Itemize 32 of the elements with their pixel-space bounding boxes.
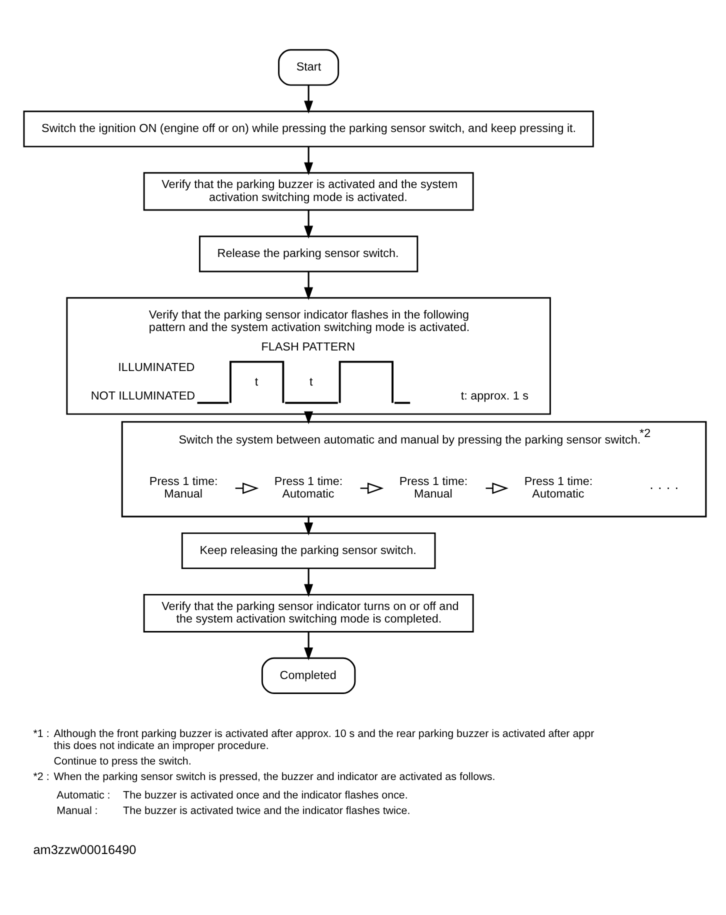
- arrow: [304, 146, 314, 175]
- label: Automatic :: [56, 789, 110, 802]
- node-box: Release the parking sensor switch.: [198, 235, 418, 272]
- arrow: [235, 482, 259, 494]
- label: *2 :: [33, 770, 50, 782]
- arrow: [304, 632, 314, 660]
- arrow: [304, 210, 314, 238]
- node-text: Press 1 time: Automatic: [524, 474, 593, 500]
- arrow: [304, 568, 314, 596]
- node-box: Switch the ignition ON (engine off or on) while pressing the parking sensor switch, and keep pressing it.: [23, 110, 594, 147]
- label: · · · ·: [649, 479, 679, 494]
- label: Manual :: [56, 804, 98, 817]
- node-box: Start: [278, 48, 340, 86]
- label: Continue to press the switch.: [54, 754, 192, 767]
- arrow: [360, 482, 384, 494]
- label: The buzzer is activated twice and the indicator flashes twice.: [123, 804, 410, 817]
- arrow: [304, 271, 314, 300]
- node-box: Keep releasing the parking sensor switch.: [181, 532, 436, 569]
- node-text: Press 1 time: Automatic: [274, 474, 343, 500]
- arrow: [304, 410, 314, 424]
- node-box: Completed: [261, 656, 356, 694]
- label: Although the front parking buzzer is activated after approx. 10 s and the rear parking buzzer is activated after appr this does not indicate an improper procedure.: [54, 728, 594, 752]
- node-text: Press 1 time: Manual: [399, 474, 468, 500]
- label: am3zzw00016490: [33, 842, 136, 856]
- node-box: Verify that the parking sensor indicator turns on or off and the system activation switching mode is completed.: [143, 593, 474, 632]
- arrow: [304, 84, 314, 114]
- node-box: Verify that the parking buzzer is activated and the system activation switching mode is activated.: [143, 172, 474, 210]
- arrow: [486, 482, 508, 494]
- label: When the parking sensor switch is pressed, the buzzer and indicator are activated as follows.: [54, 770, 496, 782]
- label: The buzzer is activated once and the indicator flashes once.: [123, 789, 408, 802]
- node-text: Press 1 time: Manual: [149, 474, 218, 500]
- label: *1 :: [33, 728, 50, 740]
